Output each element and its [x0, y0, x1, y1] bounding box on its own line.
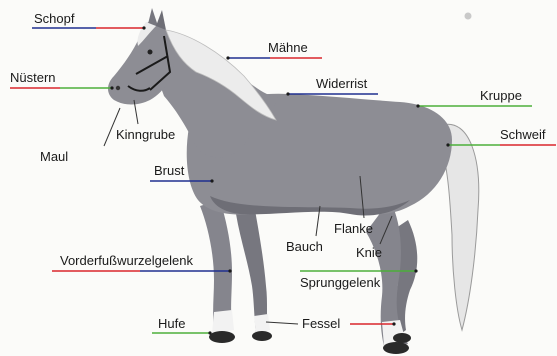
- hoof-front-far: [252, 331, 272, 341]
- label-knie: Knie: [356, 246, 382, 259]
- label-fessel: Fessel: [302, 317, 340, 330]
- label-kruppe: Kruppe: [480, 89, 522, 102]
- label-brust: Brust: [154, 164, 184, 177]
- eye: [148, 50, 153, 55]
- label-maehne: Mähne: [268, 41, 308, 54]
- label-flanke: Flanke: [334, 222, 373, 235]
- label-hufe: Hufe: [158, 317, 185, 330]
- label-maul: Maul: [40, 150, 68, 163]
- label-nuestern: Nüstern: [10, 71, 56, 84]
- label-bauch: Bauch: [286, 240, 323, 253]
- label-schopf: Schopf: [34, 12, 74, 25]
- front-leg-near: [200, 200, 232, 330]
- label-sprunggelenk: Sprunggelenk: [300, 276, 380, 289]
- label-vorderfusswurzelgelenk: Vorderfußwurzelgelenk: [60, 254, 193, 267]
- label-kinngrube: Kinngrube: [116, 128, 175, 141]
- ear-left: [148, 8, 158, 26]
- label-widerrist: Widerrist: [316, 77, 367, 90]
- corner-dot: [465, 13, 472, 20]
- hoof-hind-near: [383, 342, 409, 354]
- label-schweif: Schweif: [500, 128, 546, 141]
- nostril: [116, 86, 120, 90]
- sock-front-near: [212, 310, 234, 334]
- hoof-hind-far: [393, 333, 411, 343]
- hoof-front-near: [209, 331, 235, 343]
